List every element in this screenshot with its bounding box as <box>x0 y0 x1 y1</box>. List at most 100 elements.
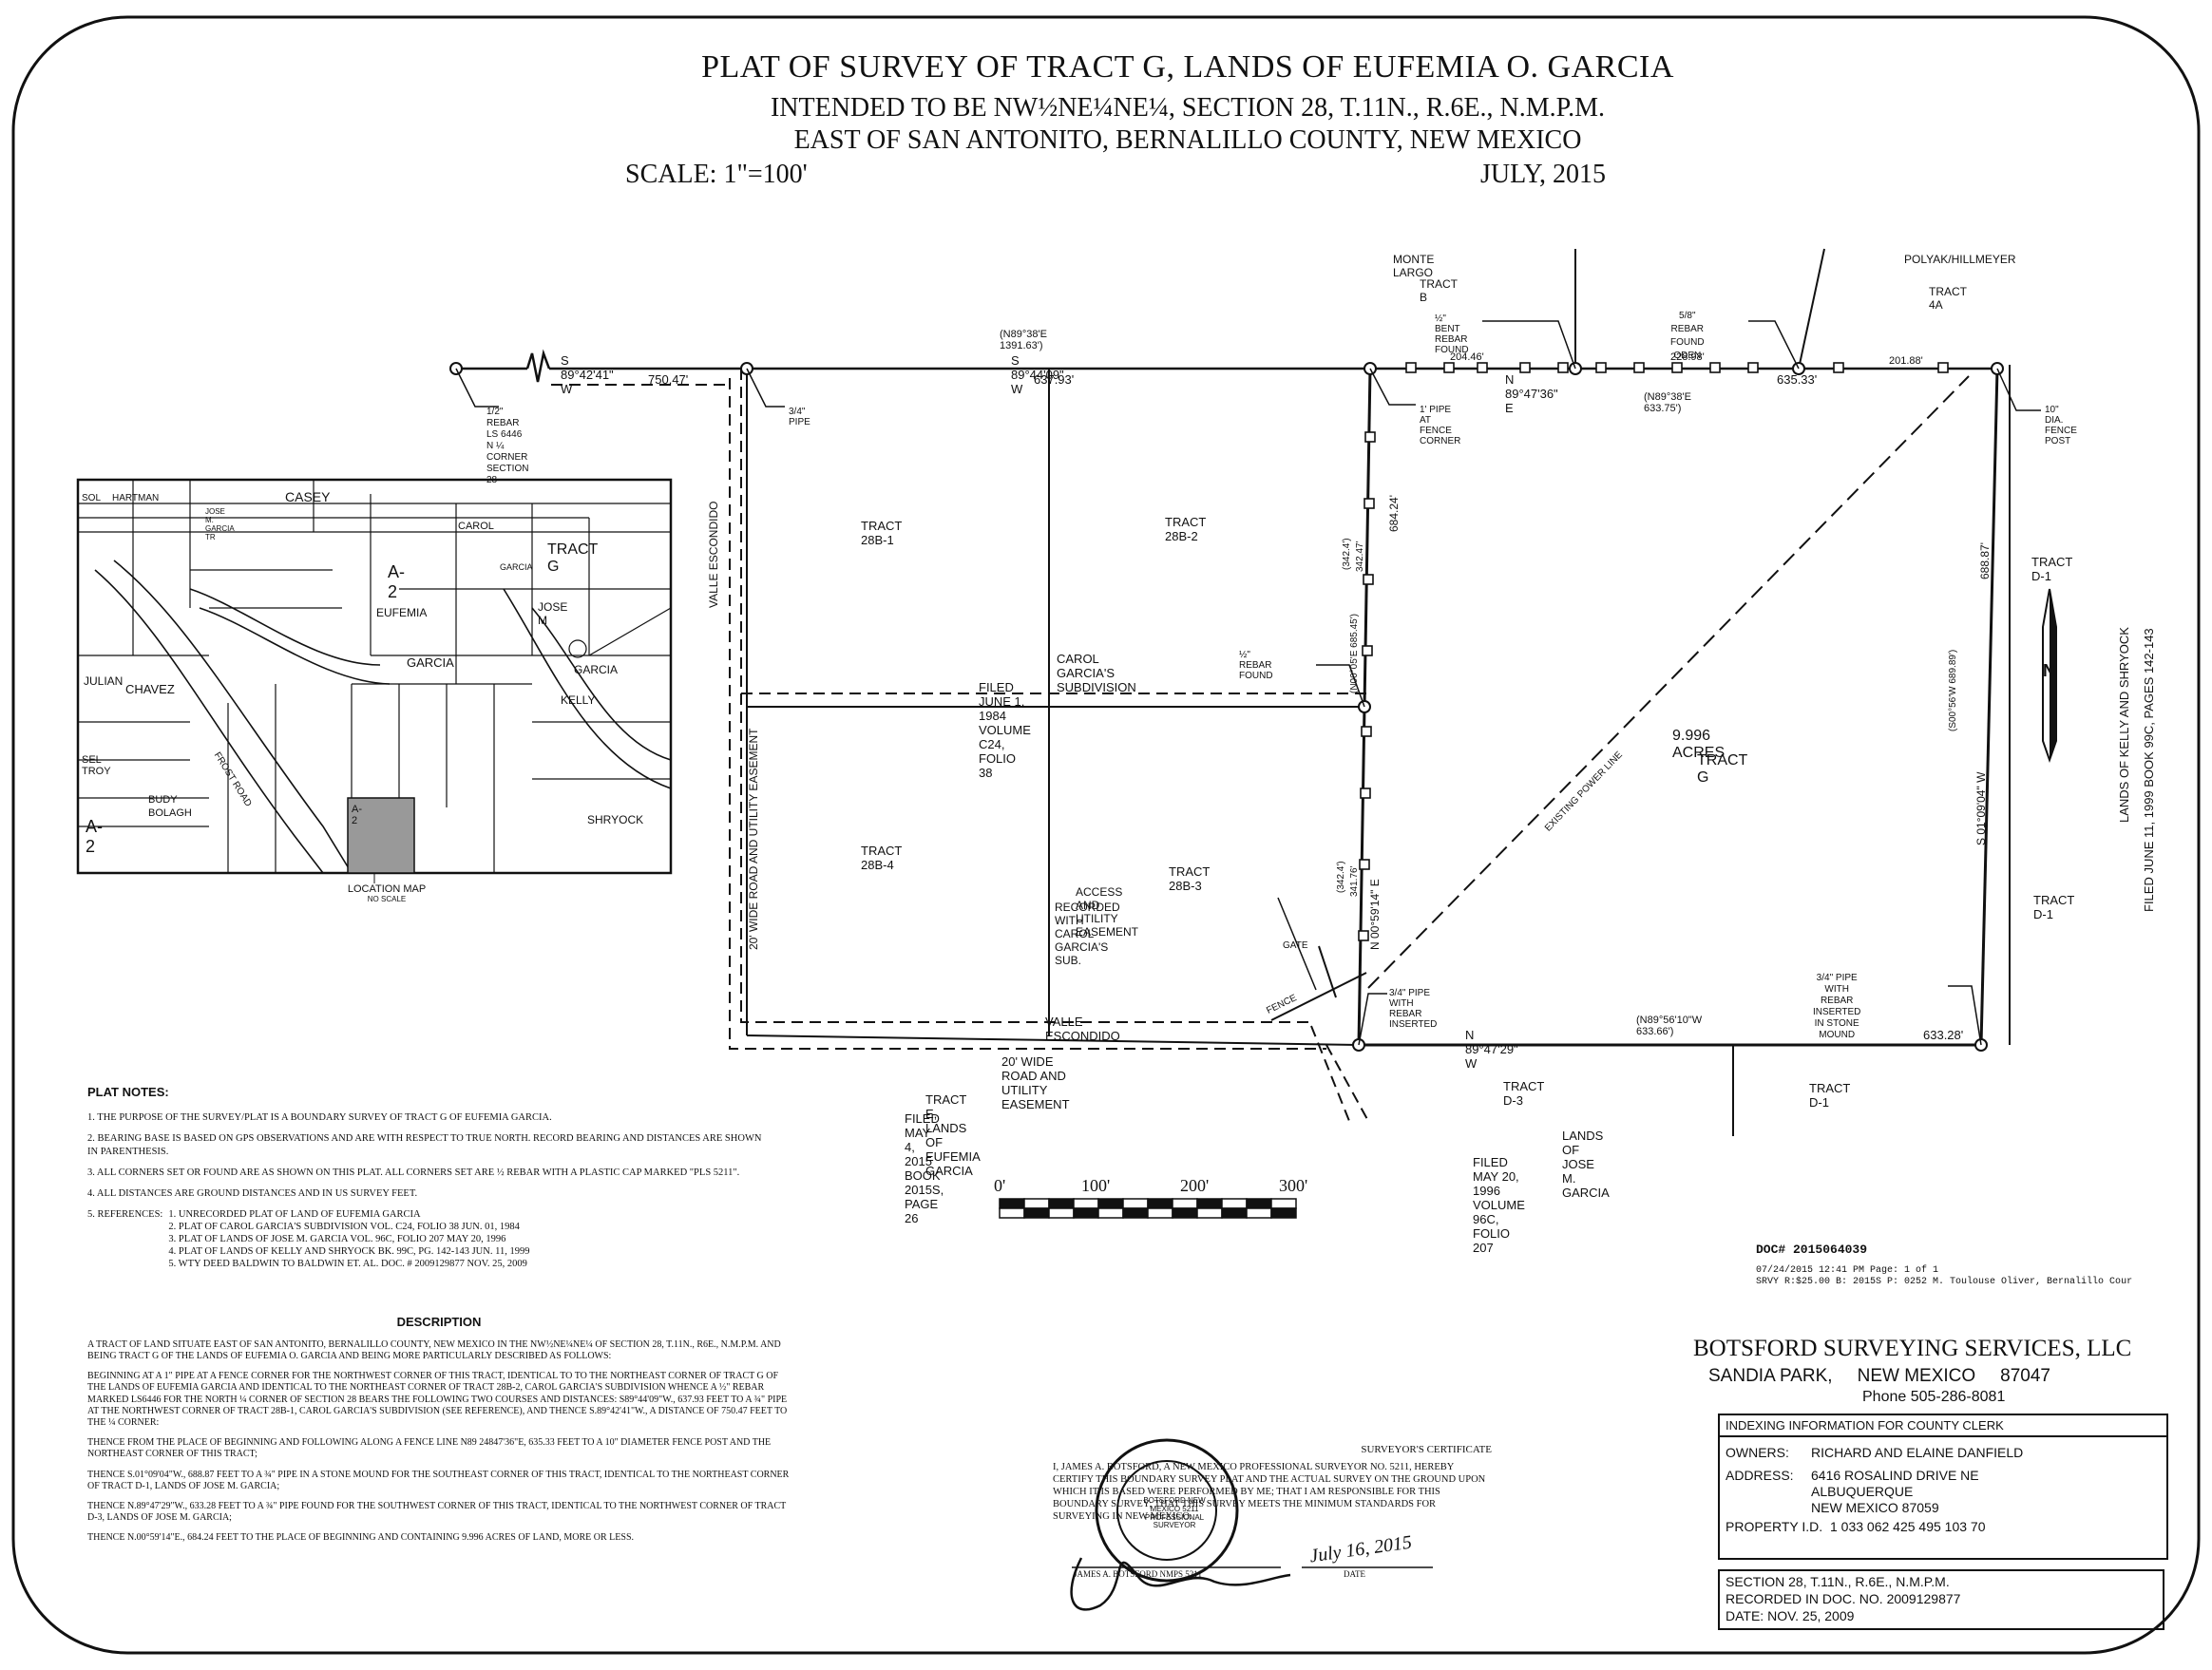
description-p3: THENCE FROM THE PLACE OF BEGINNING AND F… <box>87 1437 772 1460</box>
label-access-1: ACCESS AND UTILITY EASEMENT <box>1076 885 1139 939</box>
reference-item: 3. PLAT OF LANDS OF JOSE M. GARCIA VOL. … <box>168 1234 506 1245</box>
label-tract-4a: TRACT 4A <box>1929 285 1967 312</box>
signature-name: JAMES A. BOTSFORD NMPS 5211 <box>1074 1569 1202 1579</box>
scale-bar-cell <box>1246 1198 1272 1209</box>
north-arrow-label: N <box>2043 661 2055 680</box>
scale-label: SCALE: 1"=100' <box>625 160 808 189</box>
dist-west-seg2-record: (342.4') <box>1336 861 1346 893</box>
scale-bar-cell <box>1221 1207 1248 1219</box>
description-p6: THENCE N.00°59'14"E., 684.24 FEET TO THE… <box>87 1532 635 1544</box>
label-tract-e-2: FILED MAY 4, 2015 BOOK 2015S, PAGE 26 <box>905 1111 944 1225</box>
location-map-shaded <box>347 797 415 874</box>
description-p1: A TRACT OF LAND SITUATE EAST OF SAN ANTO… <box>87 1338 781 1362</box>
frost-road <box>94 560 672 874</box>
bearing-b2: S 89°44'09" W <box>1011 353 1064 396</box>
label-tract-e-1: TRACT E, LANDS OF EUFEMIA GARCIA <box>925 1092 981 1178</box>
address-line-2: ALBUQUERQUE <box>1811 1483 1914 1499</box>
road-easement <box>551 369 1369 1122</box>
monument-m9-line2: IN STONE MOUND <box>1814 1018 1859 1040</box>
scale-bar-cell <box>1196 1207 1223 1219</box>
monument-m4: ½" BENT REBAR FOUND <box>1435 313 1469 355</box>
plat-notes-heading: PLAT NOTES: <box>87 1085 169 1099</box>
scale-bar-cell <box>1147 1198 1173 1209</box>
locmap-label: A-2 <box>352 804 362 826</box>
bearing-b2-record: (N89°38'E 1391.63') <box>1000 329 1047 351</box>
locmap-label: A-2 <box>388 562 405 601</box>
scale-bar-cell <box>1048 1207 1075 1219</box>
company-address: SANDIA PARK, NEW MEXICO 87047 <box>1708 1366 2050 1387</box>
label-tract-b: TRACT B <box>1420 277 1458 304</box>
dist-west-seg1-record: (342.4') <box>1342 538 1352 570</box>
recording-line-2: SRVY R:$25.00 B: 2015S P: 0252 M. Toulou… <box>1756 1277 2133 1287</box>
label-tract-d1-a: TRACT D-1 <box>2031 555 2073 583</box>
dist-north-3: 201.88' <box>1889 355 1923 367</box>
dist-south: 633.28' <box>1923 1028 1964 1042</box>
signature-date-label: DATE <box>1344 1569 1365 1579</box>
scale-bar-cell <box>1172 1198 1198 1209</box>
dist-west: 684.24' <box>1387 495 1401 532</box>
scale-bar-cell <box>1097 1207 1124 1219</box>
plat-date: JULY, 2015 <box>1480 160 1607 189</box>
scale-label-0: 0' <box>994 1176 1006 1195</box>
locmap-label: CAROL <box>458 521 494 532</box>
label-tract-d3: TRACT D-3 <box>1503 1079 1545 1108</box>
plat-note-4: 4. ALL DISTANCES ARE GROUND DISTANCES AN… <box>87 1187 418 1199</box>
surveyor-seal-inner <box>1116 1460 1217 1561</box>
monument-m3: 1' PIPE AT FENCE CORNER <box>1420 405 1461 446</box>
locmap-label: KELLY <box>561 693 596 707</box>
dist-north-1: 204.46' <box>1450 351 1484 363</box>
plat-note-5-title: 5. REFERENCES: <box>87 1208 163 1220</box>
indexing-box: INDEXING INFORMATION FOR COUNTY CLERK OW… <box>1718 1414 2168 1560</box>
pid-value: 1 033 062 425 495 103 70 <box>1830 1519 1986 1535</box>
label-gate: GATE <box>1283 940 1308 951</box>
scale-bar <box>999 1198 1297 1219</box>
plat-notes: PLAT NOTES: 1. THE PURPOSE OF THE SURVEY… <box>87 1085 772 1271</box>
label-kelly-1: LANDS OF KELLY AND SHRYOCK <box>2117 627 2131 823</box>
scale-bar-cell <box>1147 1207 1173 1219</box>
label-tract-28b-1: TRACT 28B-1 <box>861 519 903 547</box>
section-line: SECTION 28, T.11N., R.6E., N.M.P.M. <box>1726 1574 1950 1589</box>
monument-m9-line1: 3/4" PIPE WITH REBAR INSERTED <box>1813 973 1861 1017</box>
company-zip: 87047 <box>2000 1366 2050 1386</box>
dist-d2: 637.93' <box>1034 372 1075 387</box>
bearing-north-record: (N89°38'E 633.75') <box>1644 391 1691 414</box>
bearing-north: N 89°47'36" E <box>1505 372 1558 415</box>
monument-m7: ½" REBAR FOUND <box>1239 650 1273 681</box>
locmap-label: JOSE M <box>538 600 568 627</box>
surveyor-seal <box>1095 1438 1239 1583</box>
description-p5: THENCE N.89°47'29"W., 633.28 FEET TO A ¾… <box>87 1500 787 1524</box>
plat-subtitle-1: INTENDED TO BE NW½NE¼NE¼, SECTION 28, T.… <box>770 93 1606 123</box>
pid-label: PROPERTY I.D. <box>1726 1519 1823 1535</box>
scale-label-100: 100' <box>1081 1176 1111 1195</box>
dist-east: 688.87' <box>1978 542 1992 579</box>
label-filed-carol: FILED JUNE 1, 1984 VOLUME C24, FOLIO 38 <box>979 680 1031 780</box>
locmap-label: EUFEMIA <box>376 606 428 619</box>
scale-label-300: 300' <box>1279 1176 1308 1195</box>
recording-stamp: 07/24/2015 12:41 PM Page: 1 of 1 SRVY R:… <box>1756 1265 2132 1288</box>
reference-item: 1. UNRECORDED PLAT OF LAND OF EUFEMIA GA… <box>168 1208 421 1220</box>
locmap-label: TRACT G <box>547 541 599 575</box>
plat-title: PLAT OF SURVEY OF TRACT G, LANDS OF EUFE… <box>701 49 1674 85</box>
description-p2: BEGINNING AT A 1" PIPE AT A FENCE CORNER… <box>87 1371 788 1428</box>
plat-note-5: 5. REFERENCES: 1. UNRECORDED PLAT OF LAN… <box>87 1208 772 1271</box>
address-line-1: 6416 ROSALIND DRIVE NE <box>1811 1468 1979 1483</box>
recording-line-1: 07/24/2015 12:41 PM Page: 1 of 1 <box>1756 1265 1939 1276</box>
label-lands-jose: LANDS OF JOSE M. GARCIA <box>1562 1129 1610 1200</box>
bearing-b1: S 89°42'41" W <box>561 353 614 396</box>
scale-bar-cell <box>999 1198 1025 1209</box>
scale-bar-cell <box>1048 1198 1075 1209</box>
recording-doc: DOC# 2015064039 <box>1756 1243 1868 1257</box>
location-map-caption: LOCATION MAP NO SCALE <box>344 883 429 903</box>
label-polyak: POLYAK/HILLMEYER <box>1904 253 2016 266</box>
label-tract-g: TRACT G <box>1697 752 1748 786</box>
label-carol-sub: CAROL GARCIA'S SUBDIVISION <box>1057 652 1136 694</box>
scale-bar-cell <box>1172 1207 1198 1219</box>
ext-line <box>1798 248 1825 370</box>
fence-post-markers <box>1358 362 1949 941</box>
label-access-2: RECORDED WITH CAROL GARCIA'S SUB. <box>1055 901 1120 967</box>
certificate-text: I, JAMES A. BOTSFORD, A NEW MEXICO PROFE… <box>1053 1462 1486 1522</box>
location-map-subtitle: NO SCALE <box>367 895 407 903</box>
references-list: 1. UNRECORDED PLAT OF LAND OF EUFEMIA GA… <box>168 1208 529 1271</box>
